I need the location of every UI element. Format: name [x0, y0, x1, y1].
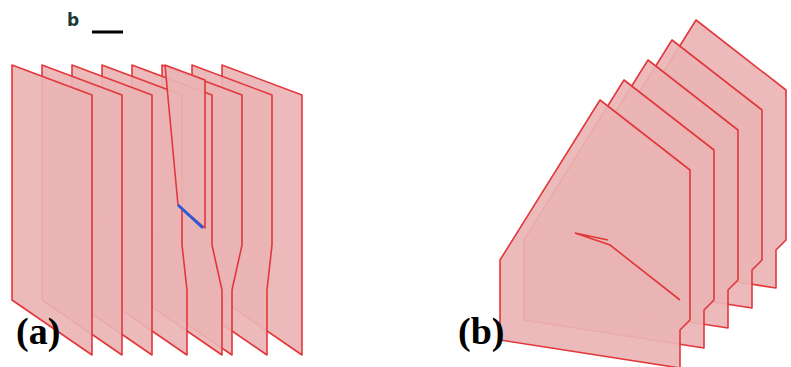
panel-label: (b)	[458, 312, 504, 350]
panel-label: (a)	[16, 312, 60, 350]
lattice-plane	[12, 65, 92, 355]
screw-dislocation-planes	[500, 20, 786, 367]
burgers-vector-label: b	[67, 12, 79, 29]
dislocation-line	[178, 205, 203, 228]
lattice-plane	[500, 100, 690, 367]
screw-step	[575, 233, 680, 300]
edge-dislocation-planes	[12, 65, 302, 355]
lattice-plane	[165, 65, 205, 228]
burgers-vector-bar	[92, 31, 123, 34]
